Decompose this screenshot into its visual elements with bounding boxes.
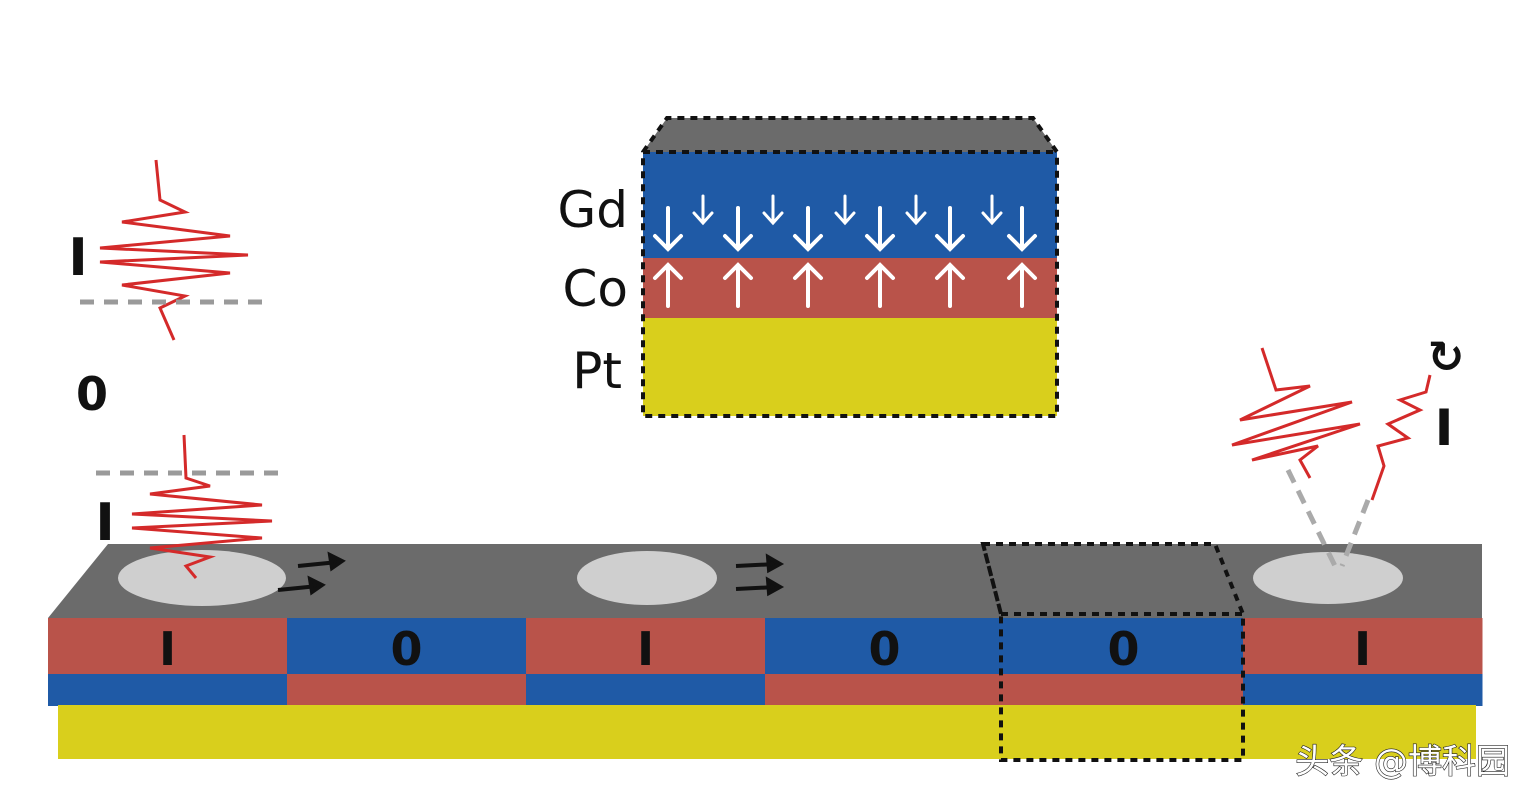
readout-beams: I ↻ xyxy=(1231,332,1465,568)
bit-segment-upper-layer xyxy=(526,618,766,674)
legend-bit-upper: I xyxy=(68,228,87,288)
bit-segment-lower-layer xyxy=(765,674,1005,706)
polarization-rotate-icon: ↻ xyxy=(1428,332,1465,383)
spin-down-arrow-small xyxy=(762,194,784,226)
spin-down-arrow-small xyxy=(905,194,927,226)
layer-label-gd: Gd xyxy=(558,181,628,239)
bit-segment-lower-layer xyxy=(287,674,527,706)
bit-segment-upper-layer xyxy=(1004,618,1244,674)
legend-bit-middle: 0 xyxy=(76,367,108,421)
spin-up-arrow xyxy=(653,262,683,308)
gd-spin-down-arrows xyxy=(653,194,1037,252)
spin-up-arrow xyxy=(1007,262,1037,308)
spin-up-arrow xyxy=(793,262,823,308)
inset-gd-layer xyxy=(643,152,1057,258)
highlighted-bit-outline xyxy=(980,542,1245,762)
legend-pulse-upper xyxy=(99,159,249,341)
spin-down-arrow xyxy=(1007,206,1037,252)
motion-arrows-2 xyxy=(735,553,785,597)
spin-down-arrow xyxy=(723,206,753,252)
track-substrate xyxy=(58,705,1476,759)
watermark: 头条 @博科园 xyxy=(1295,742,1510,782)
write-pulse-lower xyxy=(131,434,273,579)
reflected-pulse xyxy=(1370,374,1432,501)
inset-co-layer xyxy=(643,258,1057,318)
bit-segment-lower-layer xyxy=(48,674,288,706)
track-top-surface xyxy=(48,544,1482,618)
spin-down-arrow xyxy=(865,206,895,252)
storage-track: I 0 I 0 0 I xyxy=(48,542,1483,762)
layer-label-pt: Pt xyxy=(572,342,622,400)
incident-pulse xyxy=(1231,347,1361,479)
bit-value: I xyxy=(637,622,654,676)
layer-label-co: Co xyxy=(562,260,628,318)
bit-value: 0 xyxy=(1107,622,1139,676)
bit-segment: 0 xyxy=(765,618,1005,706)
bit-segment: I xyxy=(526,618,766,706)
laser-spot-3 xyxy=(1253,552,1403,604)
bit-segment-lower-layer xyxy=(1243,674,1483,706)
bit-segment-lower-layer xyxy=(526,674,766,706)
spin-down-arrow-small xyxy=(981,194,1003,226)
bit-value: I xyxy=(159,622,176,676)
co-spin-up-arrows xyxy=(653,262,1037,308)
bit-value: 0 xyxy=(390,622,422,676)
spin-down-arrow xyxy=(935,206,965,252)
spin-down-arrow-small xyxy=(692,194,714,226)
bit-segment: I xyxy=(1243,618,1483,706)
bit-segment-lower-layer xyxy=(1004,674,1244,706)
legend-bit-lower: I xyxy=(95,493,114,553)
readout-bit: I xyxy=(1435,399,1454,457)
spin-down-arrow-small xyxy=(834,194,856,226)
laser-spot-1 xyxy=(118,550,286,606)
bit-segment: 0 xyxy=(1004,618,1244,706)
reflected-beam-dashes xyxy=(1339,499,1371,567)
spin-down-arrow xyxy=(793,206,823,252)
inset-dashed-outline xyxy=(641,116,1059,418)
bit-segment: I xyxy=(48,618,288,706)
track-bit-segments: I 0 I 0 0 I xyxy=(48,618,1483,706)
spin-up-arrow xyxy=(723,262,753,308)
motion-arrows-1 xyxy=(277,551,346,596)
bit-segment-upper-layer xyxy=(1243,618,1483,674)
bit-segment-upper-layer xyxy=(287,618,527,674)
spin-down-arrow xyxy=(653,206,683,252)
inset-pt-layer xyxy=(643,318,1057,416)
bit-segment-upper-layer xyxy=(765,618,1005,674)
bit-segment-upper-layer xyxy=(48,618,288,674)
inset-top-face xyxy=(643,118,1057,152)
bit-value: I xyxy=(1354,622,1371,676)
bit-segment: 0 xyxy=(287,618,527,706)
bit-value: 0 xyxy=(868,622,900,676)
spin-up-arrow xyxy=(865,262,895,308)
incident-beam-dashes xyxy=(1285,468,1338,568)
write-pulse-legend: I 0 I xyxy=(68,159,280,553)
spin-up-arrow xyxy=(935,262,965,308)
laser-spot-2 xyxy=(577,551,717,605)
inset-layer-stack: Gd Co Pt xyxy=(558,116,1059,418)
